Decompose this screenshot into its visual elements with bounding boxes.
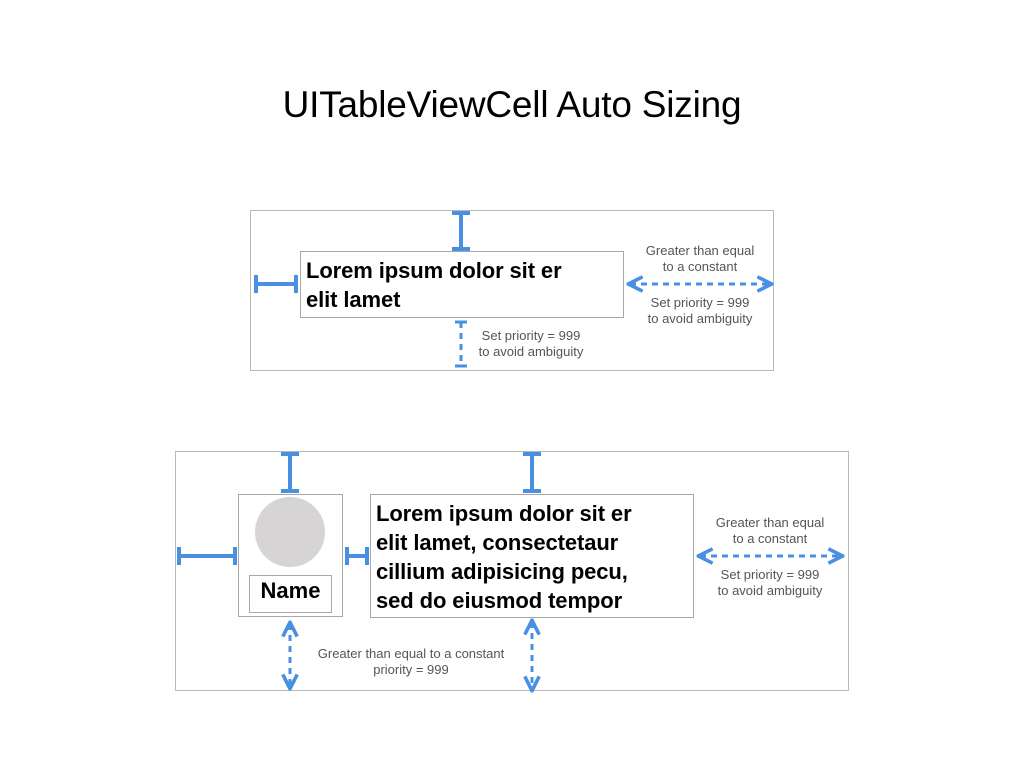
cell2-label-line: sed do eiusmod tempor [376,588,623,613]
cell1-label-line: elit lamet [306,287,401,312]
diagram-title: UITableViewCell Auto Sizing [282,84,742,125]
cell2-label-box [370,494,694,618]
note-line: Greater than equal [715,515,825,530]
note-line: Set priority = 999 [481,328,581,343]
note-line: to a constant [732,531,808,546]
note-line: to avoid ambiguity [647,311,753,326]
cell2-label-line: Lorem ipsum dolor sit er [376,501,632,526]
cell2-label-top-constraint [523,452,541,493]
note-line: priority = 999 [373,662,449,677]
cell2-right-constraint-note: Greater than equal to a constant [700,515,840,547]
cell1-top-constraint [452,211,470,251]
avatar-image [255,497,325,567]
note-line: to a constant [662,259,738,274]
cell2-label-line: cillium adipisicing pecu, [376,559,628,584]
table-cell-with-avatar [175,451,849,691]
cell1-label-box [300,251,624,318]
cell1-label-line: Lorem ipsum dolor sit er [306,258,562,283]
cell1-leading-constraint [254,275,298,293]
note-line: Set priority = 999 [650,295,750,310]
note-line: Greater than equal [645,243,755,258]
note-line: to avoid ambiguity [478,344,584,359]
cell2-right-priority-note: Set priority = 999 to avoid ambiguity [700,567,840,599]
cell2-label-line: elit lamet, consectetaur [376,530,619,555]
cell1-right-priority-note: Set priority = 999 to avoid ambiguity [630,295,770,327]
cell2-spacing-constraint [345,547,369,565]
note-line: Set priority = 999 [720,567,820,582]
avatar-name-label: Name [249,575,332,613]
note-line: Greater than equal to a constant [317,646,505,661]
cell1-label-text: Lorem ipsum dolor sit er elit lamet [306,256,562,314]
cell2-avatar-top-constraint [281,452,299,493]
cell2-bottom-constraint-note: Greater than equal to a constant priorit… [306,646,516,678]
note-line: to avoid ambiguity [717,583,823,598]
cell1-bottom-priority-note: Set priority = 999 to avoid ambiguity [466,328,596,360]
cell2-label-text: Lorem ipsum dolor sit er elit lamet, con… [376,499,632,615]
cell2-leading-constraint [177,547,237,565]
cell1-right-constraint-note: Greater than equal to a constant [630,243,770,275]
